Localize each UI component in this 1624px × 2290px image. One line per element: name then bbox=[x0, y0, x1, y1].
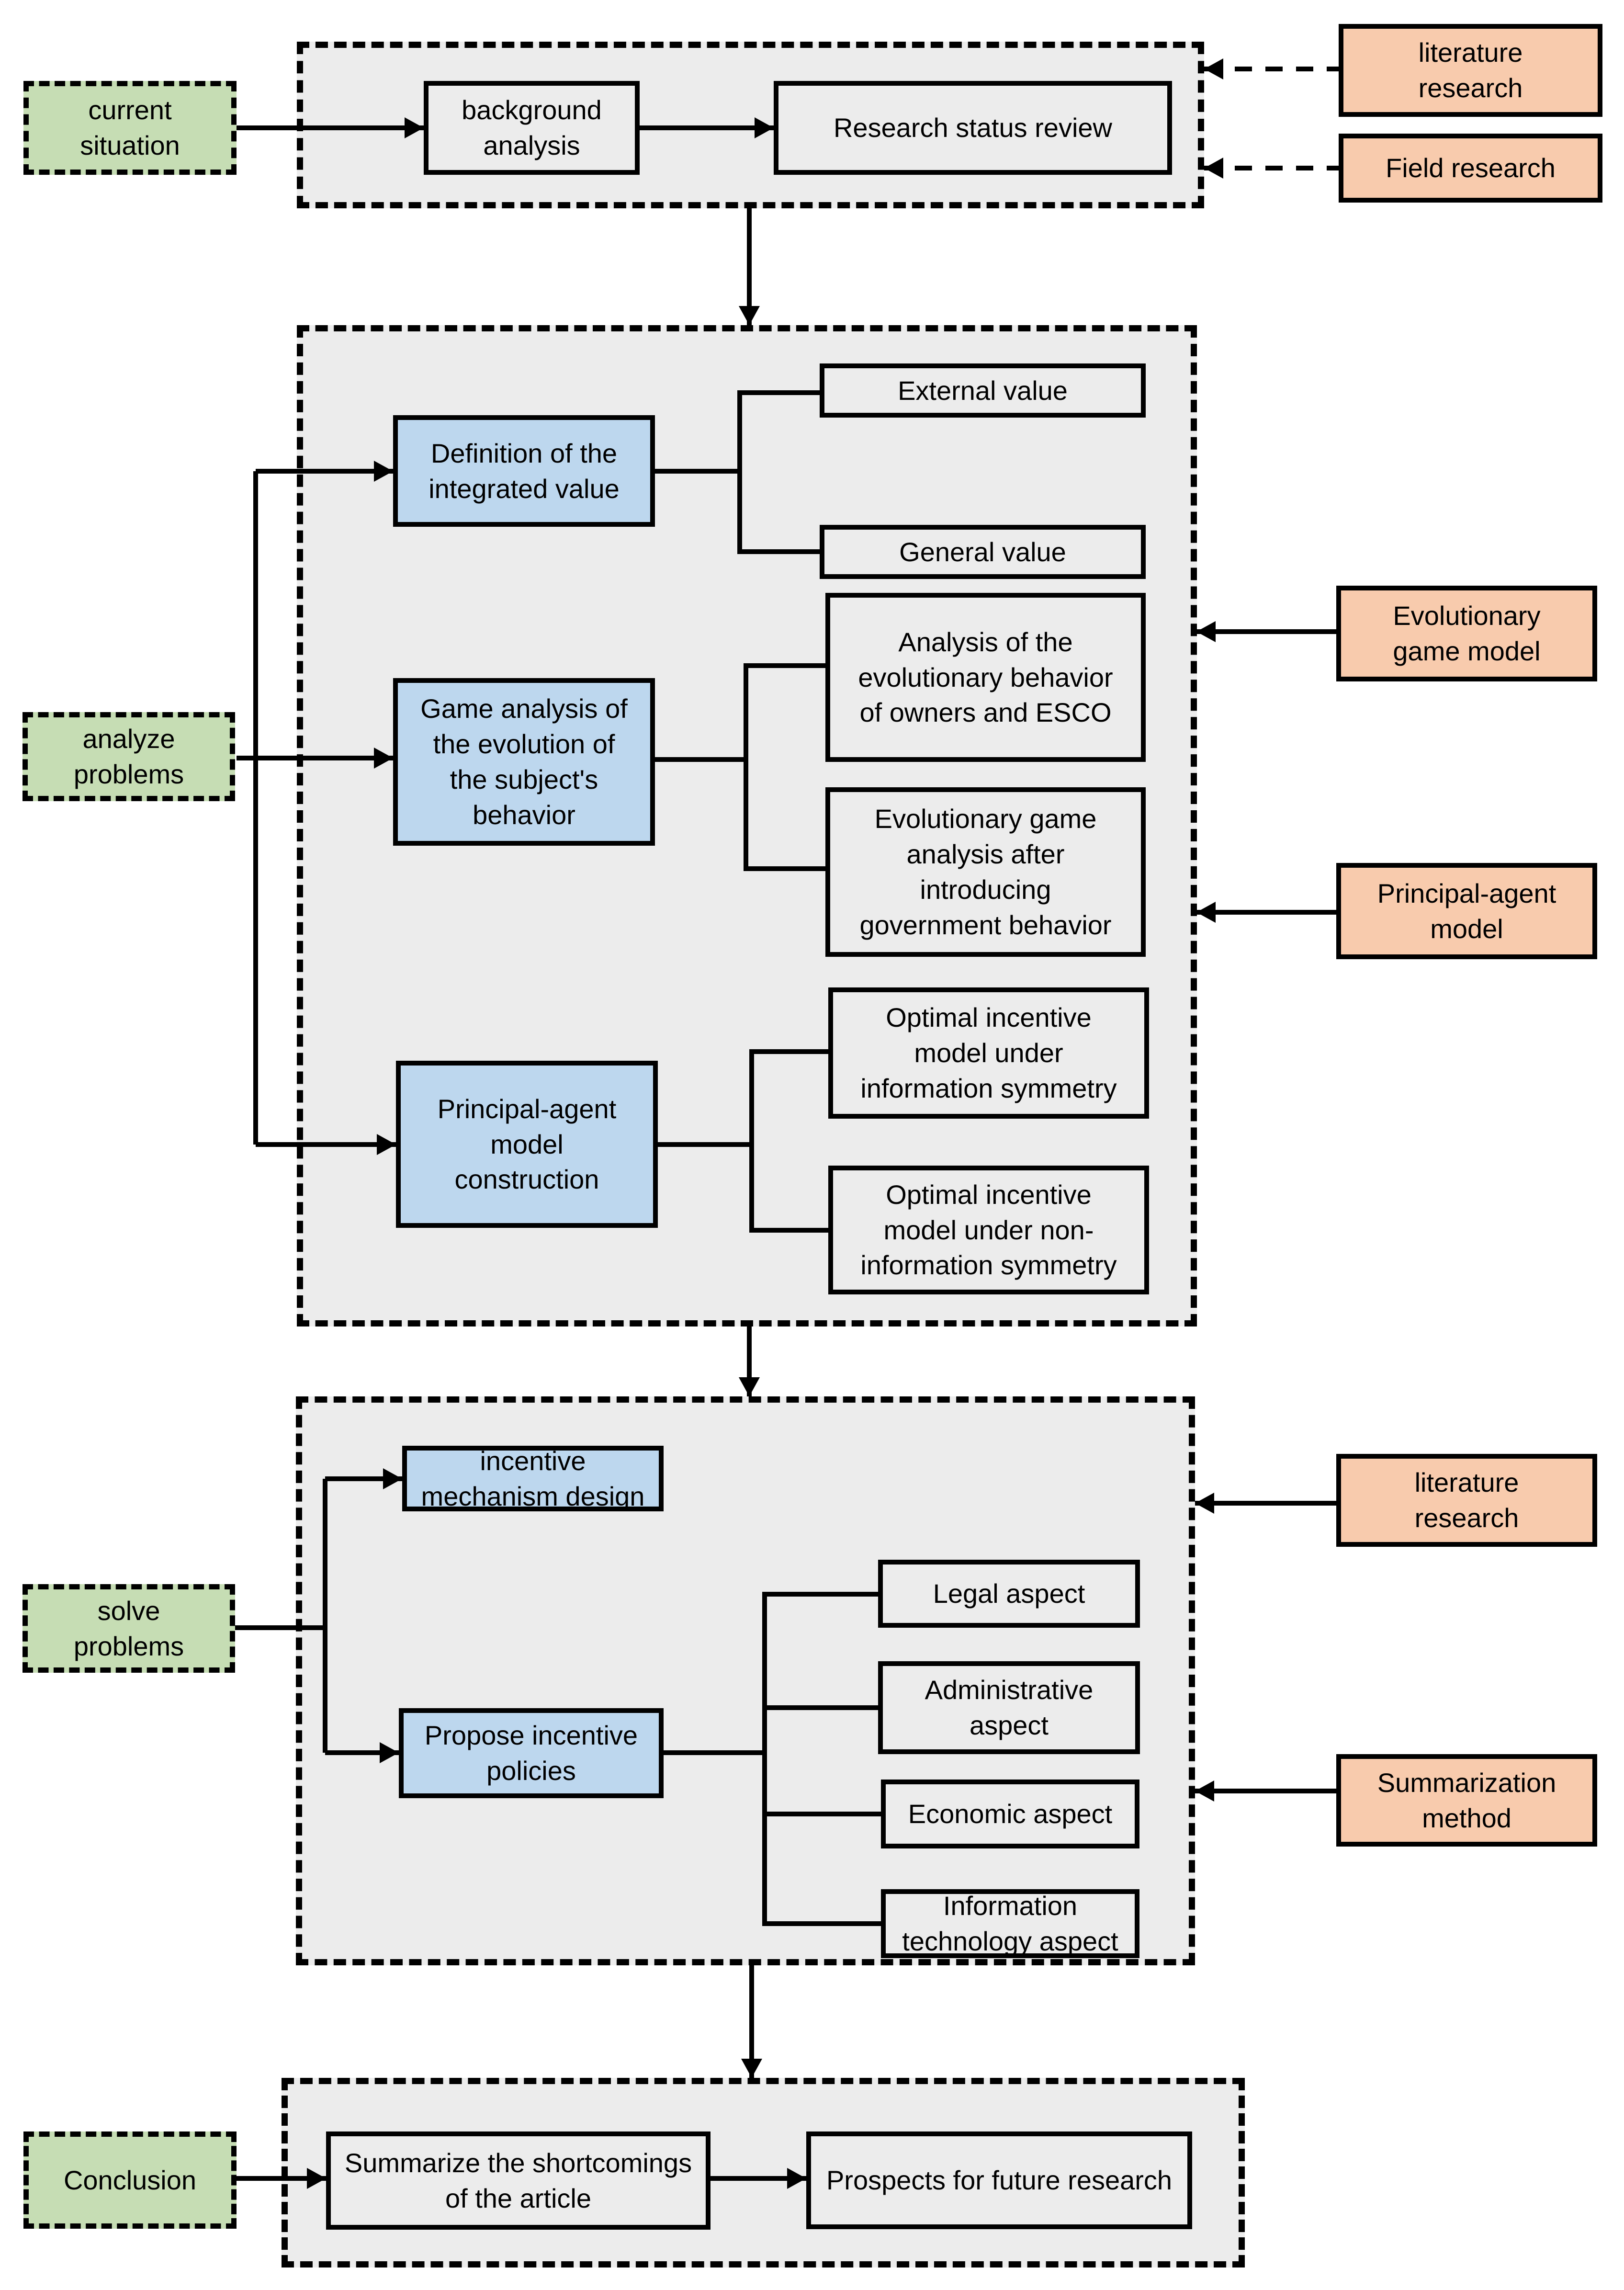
connector-current-to-background bbox=[237, 125, 424, 130]
connector-evolutionary-game-model bbox=[1196, 629, 1336, 634]
connector-phase1-to-phase2 bbox=[747, 208, 752, 325]
policies-branch-trunk bbox=[762, 1594, 767, 1924]
definition-branch-feed bbox=[655, 469, 740, 474]
connector-phase2-to-phase3 bbox=[747, 1326, 752, 1396]
method-literature-research-1: literature research bbox=[1339, 24, 1602, 117]
arrowhead-into-definition bbox=[374, 461, 393, 482]
branch-to-information-technology bbox=[762, 1921, 881, 1926]
arrowhead-into-research-review bbox=[755, 117, 774, 138]
node-general-value: General value bbox=[820, 525, 1146, 579]
connector-background-to-review bbox=[640, 125, 774, 130]
method-summarization: Summarization method bbox=[1336, 1754, 1597, 1847]
branch-to-definition bbox=[256, 469, 393, 474]
node-propose-incentive-policies: Propose incentive policies bbox=[399, 1708, 664, 1798]
pa-branch-trunk bbox=[749, 1052, 754, 1230]
method-evolutionary-game-model: Evolutionary game model bbox=[1336, 586, 1597, 681]
arrowhead-from-literature-research-3 bbox=[1195, 1493, 1214, 1514]
arrowhead-from-summarization-method bbox=[1195, 1780, 1214, 1802]
node-game-analysis-evolution: Game analysis of the evolution of the su… bbox=[393, 678, 655, 846]
branch-to-optimal-non-symmetry bbox=[749, 1228, 828, 1233]
node-definition-integrated-value: Definition of the integrated value bbox=[393, 415, 655, 527]
branch-to-incentive-mechanism bbox=[325, 1476, 402, 1481]
node-owners-esco-analysis: Analysis of the evolutionary behavior of… bbox=[825, 593, 1146, 762]
connector-phase3-to-phase4 bbox=[749, 1965, 754, 2078]
connector-principal-agent-model bbox=[1196, 910, 1336, 915]
arrowhead-into-prospects bbox=[787, 2168, 806, 2189]
arrowhead-from-principal-agent-model bbox=[1196, 902, 1216, 923]
node-optimal-incentive-symmetry: Optimal incentive model under informatio… bbox=[828, 987, 1149, 1119]
dashed-connector-literature-research-1 bbox=[1204, 67, 1339, 71]
trunk-analyze-branches bbox=[253, 471, 258, 1145]
branch-to-external-value bbox=[737, 390, 820, 395]
arrowhead-into-game-analysis bbox=[374, 748, 393, 769]
arrowhead-into-background-analysis bbox=[405, 117, 424, 138]
arrowhead-into-phase3 bbox=[739, 1377, 760, 1396]
branch-to-general-value bbox=[737, 549, 820, 554]
definition-branch-trunk bbox=[737, 393, 742, 552]
branch-to-government-behavior bbox=[744, 866, 825, 871]
arrowhead-into-pa-construction bbox=[377, 1134, 396, 1155]
arrowhead-into-phase2 bbox=[739, 306, 760, 325]
stage-current-situation: current situation bbox=[23, 81, 237, 175]
game-branch-feed bbox=[655, 757, 746, 762]
connector-analyze-feed bbox=[237, 756, 393, 760]
node-summarize-shortcomings: Summarize the shortcomings of the articl… bbox=[326, 2131, 710, 2230]
node-external-value: External value bbox=[820, 363, 1146, 418]
node-incentive-mechanism-design: incentive mechanism design bbox=[402, 1446, 664, 1511]
stage-conclusion: Conclusion bbox=[23, 2131, 237, 2229]
dashed-connector-field-research bbox=[1204, 166, 1339, 170]
arrowhead-from-field-research bbox=[1204, 158, 1223, 179]
connector-solve-feed bbox=[235, 1625, 325, 1630]
trunk-solve-branches bbox=[323, 1479, 327, 1753]
branch-to-pa-construction bbox=[256, 1142, 396, 1147]
branch-to-owners-esco bbox=[744, 663, 825, 668]
method-literature-research-3: literature research bbox=[1336, 1454, 1597, 1547]
branch-to-optimal-symmetry bbox=[749, 1049, 828, 1054]
node-government-behavior-analysis: Evolutionary game analysis after introdu… bbox=[825, 787, 1146, 957]
node-principal-agent-construction: Principal-agent model construction bbox=[396, 1061, 658, 1228]
node-prospects-future-research: Prospects for future research bbox=[806, 2131, 1192, 2229]
node-economic-aspect: Economic aspect bbox=[881, 1780, 1139, 1848]
connector-literature-research-3 bbox=[1195, 1501, 1336, 1506]
arrowhead-from-literature-research-1 bbox=[1204, 58, 1223, 79]
connector-summarization-method bbox=[1195, 1789, 1336, 1793]
game-branch-trunk bbox=[744, 666, 748, 869]
stage-analyze-problems: analyze problems bbox=[23, 712, 235, 801]
arrowhead-from-evolutionary-game-model bbox=[1196, 621, 1216, 642]
node-information-technology-aspect: Information technology aspect bbox=[881, 1889, 1139, 1958]
node-legal-aspect: Legal aspect bbox=[878, 1560, 1140, 1628]
connector-summarize-to-prospects bbox=[710, 2176, 806, 2181]
arrowhead-into-phase4 bbox=[741, 2059, 762, 2078]
node-background-analysis: background analysis bbox=[424, 81, 640, 175]
node-optimal-incentive-non-symmetry: Optimal incentive model under non- infor… bbox=[828, 1166, 1149, 1294]
arrowhead-into-propose-policies bbox=[380, 1742, 399, 1763]
method-field-research: Field research bbox=[1339, 134, 1602, 203]
branch-to-economic bbox=[762, 1812, 881, 1816]
policies-branch-feed bbox=[664, 1750, 765, 1755]
arrowhead-into-summarize bbox=[307, 2168, 326, 2189]
branch-to-administrative bbox=[762, 1705, 878, 1710]
stage-solve-problems: solve problems bbox=[23, 1584, 235, 1673]
arrowhead-into-incentive-mechanism bbox=[383, 1468, 402, 1489]
node-administrative-aspect: Administrative aspect bbox=[878, 1661, 1140, 1754]
node-research-status-review: Research status review bbox=[774, 81, 1172, 175]
branch-to-legal bbox=[762, 1592, 878, 1597]
method-principal-agent-model: Principal-agent model bbox=[1336, 863, 1597, 959]
pa-branch-feed bbox=[658, 1142, 752, 1147]
connector-conclusion-to-summarize bbox=[237, 2176, 326, 2181]
branch-to-propose-policies bbox=[325, 1750, 399, 1755]
